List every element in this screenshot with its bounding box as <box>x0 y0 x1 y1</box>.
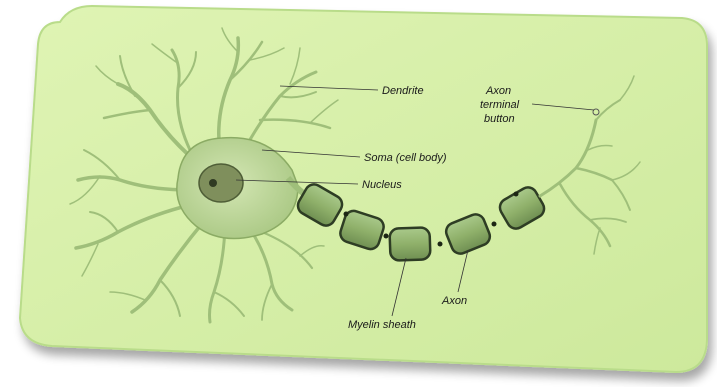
node-dot <box>384 234 389 239</box>
node-dot <box>492 222 497 227</box>
label-myelin-sheath: Myelin sheath <box>348 319 416 331</box>
label-axon-terminal-line1: Axon <box>485 85 511 97</box>
label-nucleus: Nucleus <box>362 179 402 191</box>
label-axon: Axon <box>441 295 467 307</box>
nucleolus <box>209 179 217 187</box>
nucleus-shape <box>199 164 243 202</box>
label-dendrite: Dendrite <box>382 85 424 97</box>
node-dot <box>514 192 519 197</box>
label-axon-terminal-line2: terminal <box>480 99 520 111</box>
node-dot <box>344 212 349 217</box>
label-axon-terminal-line3: button <box>484 113 515 125</box>
myelin-segment <box>389 227 430 260</box>
node-dot <box>438 242 443 247</box>
label-soma: Soma (cell body) <box>364 152 447 164</box>
